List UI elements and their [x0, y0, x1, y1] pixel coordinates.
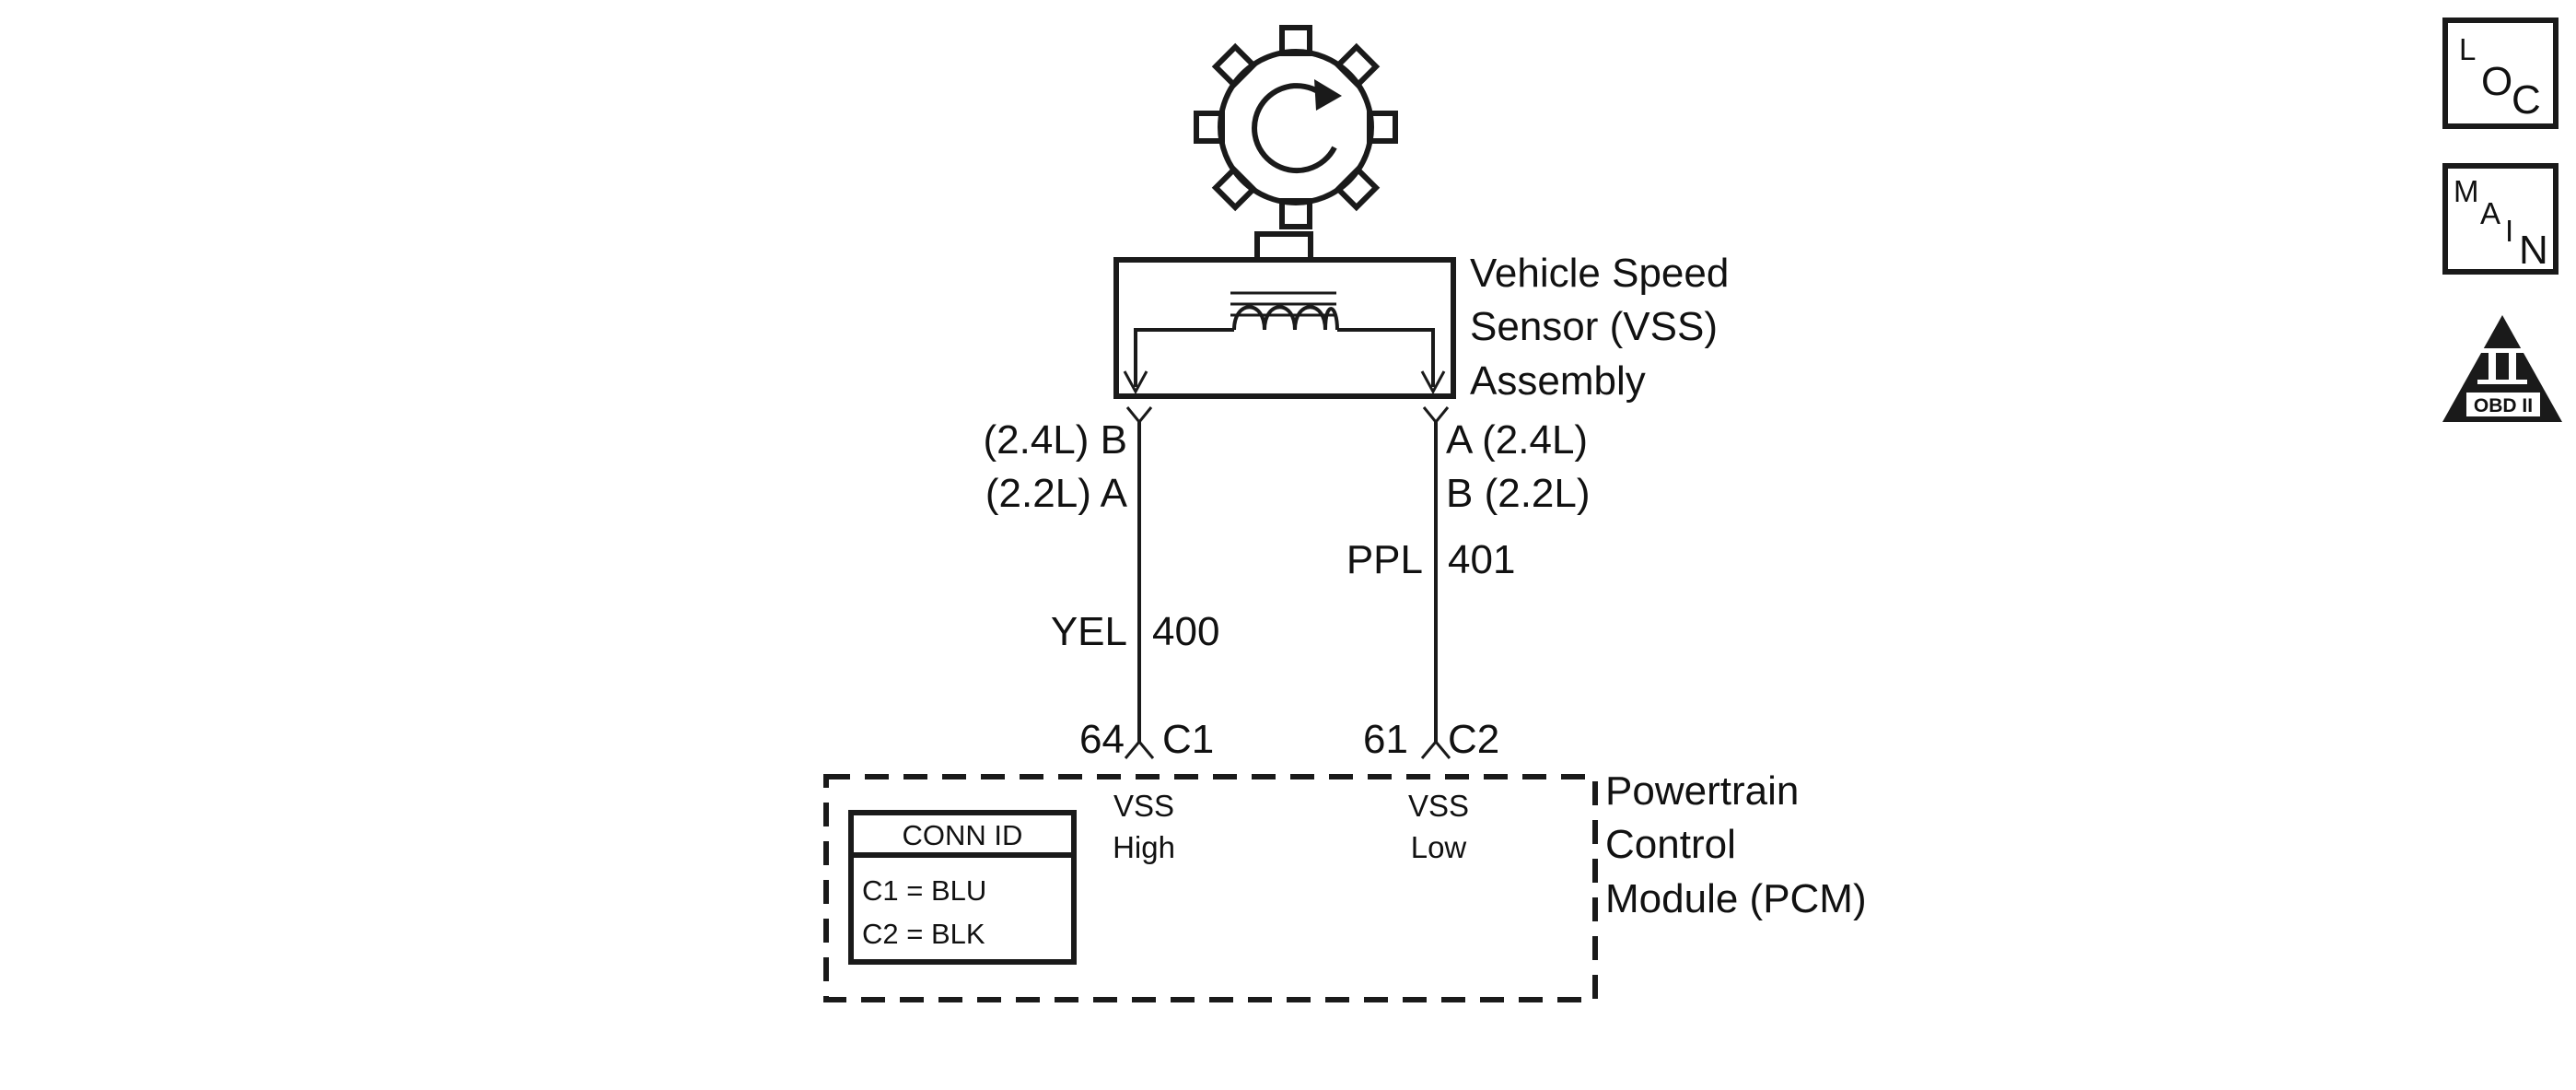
pcm-left-conn: C1 [1162, 717, 1214, 762]
loc-letter-o: O [2481, 59, 2512, 104]
wire-right-color: PPL [1346, 537, 1423, 582]
loc-letter-c: C [2512, 77, 2541, 123]
obd-ii-button[interactable]: OBD II [2442, 315, 2562, 422]
sensor-label-line2: Sensor (VSS) [1470, 304, 1718, 349]
pcm-right-conn: C2 [1448, 717, 1499, 762]
vss-sensor-body [1113, 231, 1456, 399]
reluctor-wheel-icon [1194, 25, 1398, 229]
pcm-label-line3: Module (PCM) [1605, 876, 1867, 921]
left-pin-label-2: (2.2L) A [985, 471, 1128, 516]
conn-id-table: CONN ID C1 = BLU C2 = BLK [848, 810, 1077, 965]
main-letter-n: N [2519, 228, 2548, 273]
pcm-input-high-2: High [1113, 830, 1175, 864]
sensor-label-line3: Assembly [1470, 358, 1646, 404]
sensor-label-line1: Vehicle Speed [1470, 251, 1729, 296]
loc-button[interactable]: L O C [2442, 18, 2559, 129]
pcm-label-line1: Powertrain [1605, 768, 1799, 814]
wire-left-color: YEL [1051, 609, 1127, 654]
wire-left-circuit: 400 [1152, 609, 1219, 654]
main-letter-a: A [2480, 196, 2500, 230]
pcm-input-low-1: VSS [1408, 789, 1469, 823]
pcm-connector-pins [1124, 739, 1451, 759]
pcm-input-low-2: Low [1411, 830, 1467, 864]
pcm-module-box [823, 774, 1598, 1002]
conn-id-row-c1: C1 = BLU [862, 874, 986, 907]
main-letter-i: I [2505, 214, 2513, 248]
loc-letter-l: L [2459, 32, 2476, 66]
right-pin-label-1: A (2.4L) [1446, 417, 1588, 463]
main-button[interactable]: M A I N [2442, 163, 2559, 275]
wire-right-circuit: 401 [1448, 537, 1515, 582]
pcm-right-pin: 61 [1363, 717, 1408, 762]
conn-id-title: CONN ID [903, 819, 1023, 851]
obd-ii-text: OBD II [2474, 395, 2533, 416]
sensor-connector [1125, 406, 1450, 425]
pcm-label-line2: Control [1605, 822, 1736, 867]
conn-id-row-c2: C2 = BLK [862, 918, 985, 950]
pcm-left-pin: 64 [1079, 717, 1125, 762]
left-pin-label-1: (2.4L) B [983, 417, 1127, 463]
sensor-coil [1123, 305, 1446, 395]
right-pin-label-2: B (2.2L) [1446, 471, 1591, 516]
main-letter-m: M [2454, 174, 2479, 208]
pcm-input-high-1: VSS [1113, 789, 1174, 823]
